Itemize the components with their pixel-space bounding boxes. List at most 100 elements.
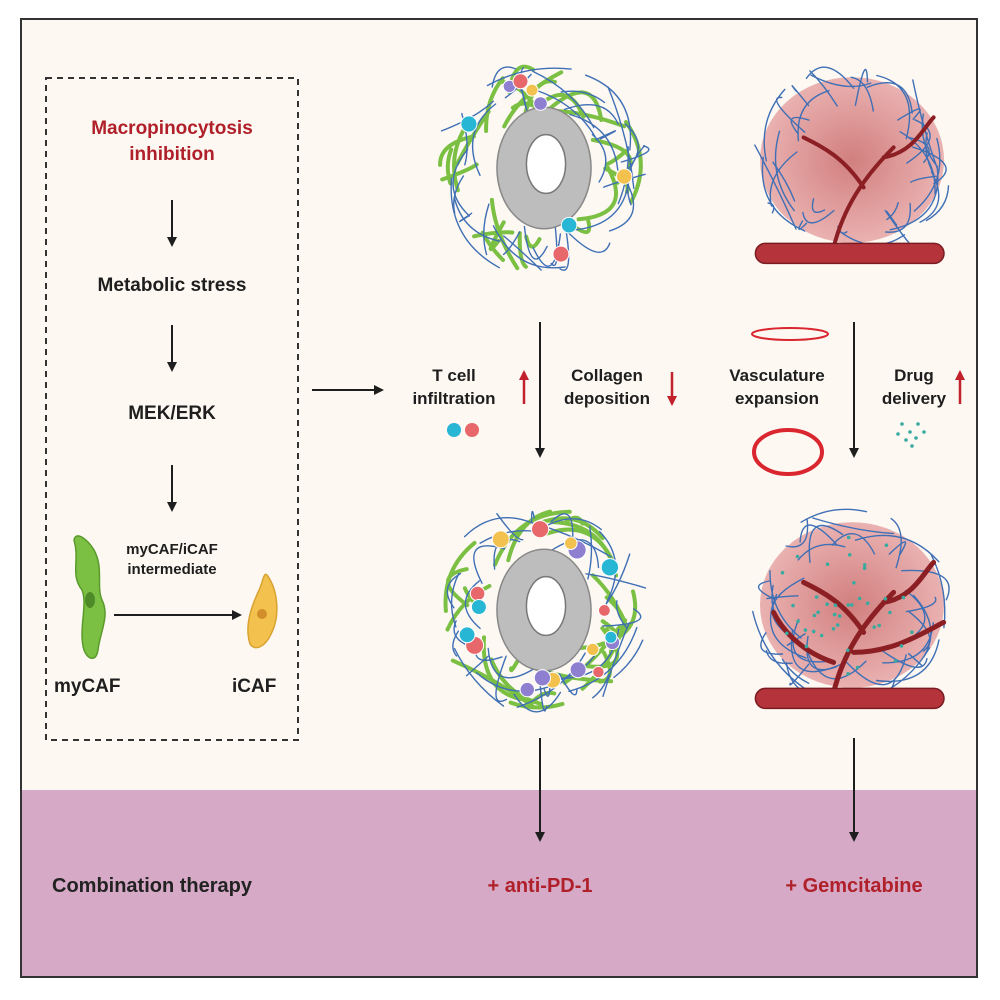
fiber [791,85,810,107]
fiber [886,210,898,226]
cell [519,681,535,698]
drug-particles-icon [896,422,926,448]
drug-particle [831,627,836,631]
fiber [754,144,797,230]
fiber [761,156,806,232]
fiber [513,691,562,713]
fiber [790,116,810,135]
fiber [488,220,506,252]
collagen-line-2: deposition [564,389,650,408]
fiber [489,657,543,706]
trigger-line-2: inhibition [129,144,215,165]
fiber [551,539,600,569]
tcell-line-1: T cell [432,366,476,385]
drug-particle [811,629,816,634]
cell [564,536,578,551]
fiber [901,569,950,601]
drug-delivery-label: Drug delivery [874,364,954,410]
drug-particle [899,644,904,648]
vascular-tumor-after-illustration [752,508,950,710]
fiber [572,219,592,235]
fiber [921,113,936,165]
cell [533,669,552,687]
drug-line-2: delivery [881,389,947,408]
fiber [810,74,872,88]
mycaf-label: myCAF [54,676,121,697]
fiber [541,518,602,531]
cell [560,216,578,234]
main-vessel [754,242,945,265]
fiber [802,209,835,224]
fiber [453,175,465,214]
fiber [517,231,528,269]
fiber [889,165,939,231]
fiber [471,103,497,176]
fiber [569,113,619,171]
fiber [800,508,868,523]
drug-particle [846,672,850,676]
fiber [907,136,930,164]
fiber [483,203,490,256]
drug-particle [837,614,842,618]
narrow-vessel-ring-icon [751,327,829,341]
drug-particle [846,603,851,607]
drug-particle [819,633,824,638]
tcell-infiltration-label: T cell infiltration [394,364,514,410]
fiber [910,175,937,183]
fiber [763,88,786,162]
cell [460,115,478,133]
fiber [535,516,605,541]
mek-erk-label: MEK/ERK [128,403,216,424]
fiber [912,594,932,658]
drug-particle [865,601,870,605]
fiber [458,212,473,223]
fiber [559,230,570,271]
fiber [769,570,802,639]
fiber [781,658,810,684]
drug-particle [883,597,888,601]
metabolic-stress-label: Metabolic stress [97,275,247,296]
fiber [760,632,784,655]
drug-particle [857,596,862,601]
drug-particle [846,648,850,653]
cell [552,245,570,263]
drug-particle [825,562,830,566]
drug-particle [825,602,829,606]
fiber [452,148,471,217]
tcell-dot-icon [447,423,461,437]
main-vessel [754,687,945,710]
fiber [776,96,806,133]
fiber [508,700,565,710]
icaf-label: iCAF [232,676,277,697]
fiber [769,151,798,207]
cell [525,83,539,97]
fiber [464,580,481,630]
fiber [573,180,630,231]
cell [616,168,633,185]
fiber [799,524,838,546]
drug-particle [862,563,867,567]
drug-particle [812,613,817,618]
combination-therapy-band [22,790,976,976]
drug-particle [833,603,838,608]
mycaf-cell-icon [73,535,106,659]
anti-pd1-label: + anti-PD-1 [487,875,593,897]
cell [491,530,510,549]
fiber [809,70,838,107]
fiber [765,649,793,665]
fiber [805,66,855,89]
fiber [774,130,795,212]
collagen-deposition-label: Collagen deposition [548,364,666,410]
fiber [532,233,562,267]
transition-line-2: intermediate [127,561,217,578]
fiber [850,76,874,112]
fiber [890,517,902,569]
fiber [608,181,635,232]
fiber [509,659,520,673]
fiber [495,655,508,702]
fiber [925,185,950,222]
vasculature-line-1: Vasculature [729,366,825,385]
drug-particle [791,603,795,608]
fiber [790,629,841,673]
fiber [613,639,644,679]
